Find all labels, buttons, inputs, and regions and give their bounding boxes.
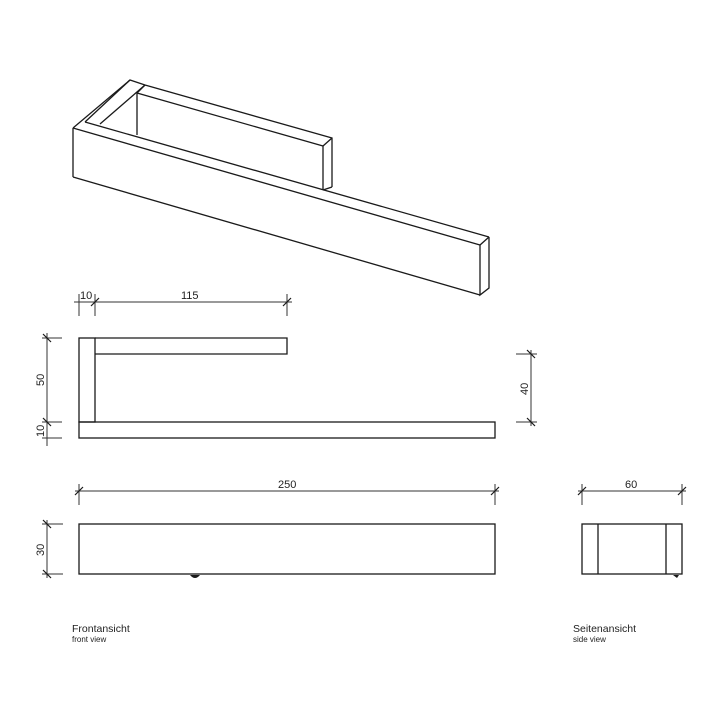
front-view-caption: Frontansicht front view [72,623,130,645]
dim-60-label: 60 [625,479,637,491]
dim-10-label: 10 [80,290,92,302]
isometric-view [72,79,490,297]
dim-top-horizontal: 10 115 [74,290,292,316]
dim-right-vertical: 40 [516,349,537,427]
dim-10-vertical-label: 10 [35,425,47,437]
dim-40-label: 40 [519,383,531,395]
dim-115-label: 115 [181,290,199,302]
dim-left-vertical: 50 10 [35,333,62,446]
front-view-title: Frontansicht [72,623,130,635]
front-elevation [78,337,496,439]
side-view-title: Seitenansicht [573,623,637,635]
dim-60: 60 [577,479,687,505]
dim-250-label: 250 [278,479,296,491]
front-view-subtitle: front view [72,635,107,644]
dim-250: 250 [74,479,500,505]
dim-30-label: 30 [35,544,47,556]
top-view [78,523,496,578]
side-view-subtitle: side view [573,635,606,644]
dim-30: 30 [35,519,63,579]
side-view-caption: Seitenansicht side view [573,623,636,645]
dim-50-label: 50 [35,374,47,386]
side-view [581,523,683,578]
